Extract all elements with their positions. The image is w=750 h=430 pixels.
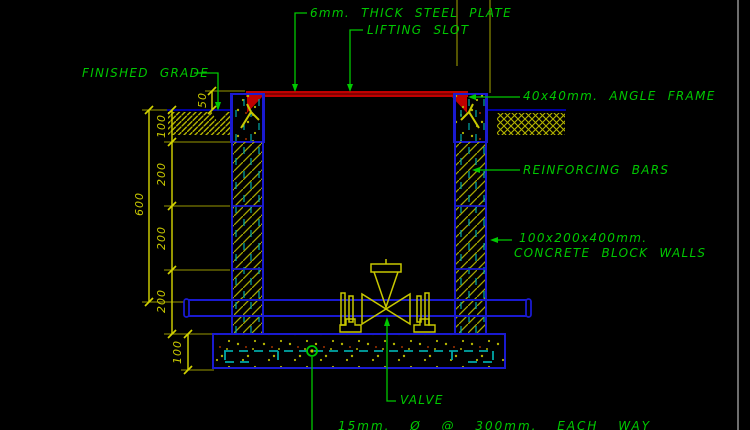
callout-bottom-rebar: 15mm. Ø @ 300mm. EACH WAY [338, 419, 652, 430]
pipe-support-left [339, 318, 362, 333]
steel-plate-assembly [246, 91, 468, 113]
callout-valve: VALVE [400, 393, 444, 407]
arrow-steel-plate [292, 84, 298, 92]
callout-angle-frame: 40x40mm. ANGLE FRAME [523, 89, 716, 103]
arrow-lifting-slot [347, 84, 353, 92]
viewport-edge-line [737, 0, 739, 430]
callout-reinforcing-bars: REINFORCING BARS [523, 163, 670, 177]
valve-handwheel [370, 263, 402, 273]
dimension-extension-lines [142, 0, 491, 371]
arrow-finished-grade [215, 102, 221, 111]
flange-right-outer [424, 292, 430, 326]
dim-100-slab: 100 [171, 340, 184, 364]
pipe-end-cap-right [525, 298, 532, 318]
valve-body-right [384, 292, 411, 326]
dim-200-a: 200 [155, 162, 168, 186]
pipe-end-cap-left [183, 298, 190, 318]
leader-lifting-slot [349, 29, 363, 88]
leader-arrowheads [215, 84, 498, 326]
pipe [183, 298, 532, 318]
angle-section-symbol-left [240, 103, 260, 129]
flange-left-inner [348, 295, 354, 323]
finished-grade-earth [167, 109, 566, 135]
earth-hatch-right [497, 113, 565, 135]
concrete-walls [230, 93, 488, 334]
leader-finished-grade [194, 72, 219, 104]
callout-block-walls-line2: CONCRETE BLOCK WALLS [514, 246, 707, 260]
callout-leaders [194, 12, 520, 430]
leader-steel-plate [294, 12, 307, 88]
rebar-callout-dot [310, 349, 314, 353]
dim-100-top: 100 [155, 114, 168, 138]
slab-rebar-dashed [224, 350, 494, 363]
rebar-callout-circle [306, 345, 318, 357]
dim-200-b: 200 [155, 226, 168, 250]
callout-block-walls-line1: 100x200x400mm. [519, 231, 648, 245]
valve-body-left [361, 292, 388, 326]
base-slab [212, 333, 506, 369]
arrow-reinforcing-bars [472, 167, 480, 173]
block-course-joints [231, 205, 487, 270]
pipe-support-right [413, 318, 436, 333]
arrow-block-walls [490, 237, 498, 243]
base-slab-outline [212, 333, 506, 369]
wall-top-block-right-ticks [454, 94, 487, 142]
block-wall-left-ticks [231, 142, 264, 334]
valve-stem [373, 271, 399, 310]
dim-200-c: 200 [155, 289, 168, 313]
earth-hatch-left [168, 112, 230, 135]
dimension-lines [148, 91, 213, 370]
leader-valve [386, 322, 396, 402]
flange-left-outer [340, 292, 346, 326]
valve-assembly [339, 259, 436, 333]
dim-600: 600 [133, 192, 146, 216]
grade-line-right [487, 109, 566, 111]
angle-section-symbol-right [460, 103, 480, 129]
callout-lifting-slot: LIFTING SLOT [367, 23, 470, 37]
arrow-angle-frame [468, 94, 476, 100]
block-wall-right-ticks [454, 142, 487, 334]
dimension-ticks [144, 86, 217, 375]
arrow-valve [384, 317, 390, 326]
grade-line-left [167, 109, 232, 111]
flange-right-inner [416, 295, 422, 323]
callout-steel-plate: 6mm. THICK STEEL PLATE [310, 6, 512, 20]
wall-edges [231, 94, 487, 334]
grade-notch [211, 111, 225, 123]
callout-finished-grade: FINISHED GRADE [82, 66, 210, 80]
dim-50: 50 [196, 92, 209, 108]
